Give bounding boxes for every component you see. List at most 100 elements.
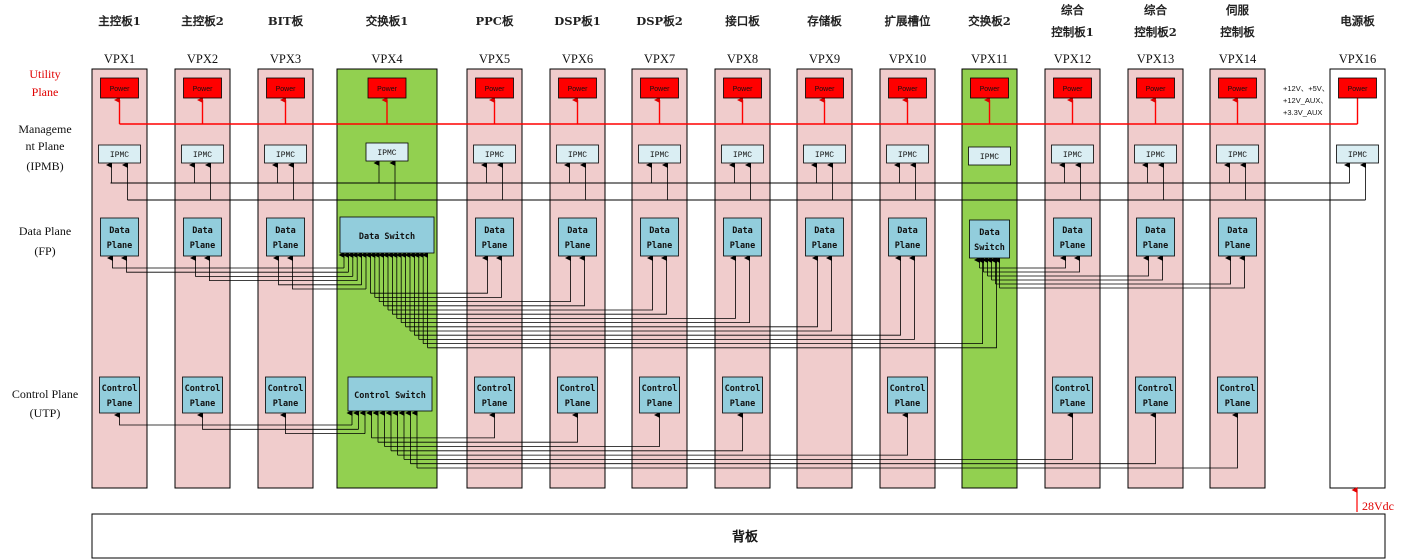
data-plane-label: Plane — [812, 241, 838, 251]
data-plane-label: Plane — [647, 241, 673, 251]
control-plane-box — [1135, 376, 1176, 414]
control-plane-label: Plane — [107, 399, 133, 409]
data-switch-box — [969, 219, 1010, 259]
data-link — [190, 255, 353, 277]
board-name: 控制板 — [1220, 25, 1255, 39]
ipmc-box — [473, 144, 516, 164]
ipmc-box — [721, 144, 764, 164]
ipmc-label: IPMC — [110, 151, 129, 160]
ipmc-label: IPMC — [650, 151, 669, 160]
control-plane-label: Plane — [273, 399, 299, 409]
power-box — [1136, 77, 1175, 99]
control-plane-label: (UTP) — [30, 406, 61, 420]
data-plane-label: Plane — [895, 241, 921, 251]
control-plane-box — [1052, 376, 1093, 414]
data-plane-label: Data — [1145, 226, 1165, 236]
control-link — [404, 412, 1073, 460]
board-column — [631, 68, 688, 489]
management-plane-label: nt Plane — [26, 139, 65, 153]
data-plane-label: Data — [275, 226, 295, 236]
ipmc-box — [1336, 144, 1379, 164]
data-link — [995, 255, 1231, 285]
data-plane-box — [888, 217, 927, 257]
power-box — [100, 77, 139, 99]
ipmc-box — [365, 142, 409, 162]
control-plane-label: Plane — [647, 399, 673, 409]
ipmc-label: IPMC — [1063, 151, 1082, 160]
control-plane-label: Plane — [730, 399, 756, 409]
ipmc-label: IPMC — [980, 153, 999, 162]
data-plane-label: Data — [567, 226, 587, 236]
board-name: 综合 — [1144, 3, 1167, 17]
board-name: 控制板2 — [1134, 25, 1177, 39]
control-plane-box — [99, 376, 140, 414]
data-link — [999, 255, 1245, 289]
ipmc-label: IPMC — [193, 151, 212, 160]
control-plane-box — [887, 376, 928, 414]
management-plane-label: (IPMB) — [26, 159, 63, 173]
data-switch-label: Switch — [974, 242, 1005, 253]
data-link — [379, 255, 571, 303]
slot-label: VPX13 — [1137, 52, 1175, 66]
data-link — [423, 257, 983, 345]
data-link — [418, 255, 915, 340]
ipmc-box — [1216, 144, 1259, 164]
board-name: 伺服 — [1225, 3, 1249, 17]
control-link — [371, 412, 495, 439]
slot-label: VPX8 — [727, 52, 758, 66]
data-plane-label: (FP) — [34, 244, 55, 258]
power-box — [367, 77, 407, 99]
board-name: 交换板1 — [366, 14, 409, 28]
data-link — [273, 255, 362, 286]
data-plane-label: Data — [484, 226, 504, 236]
ipmc-label: IPMC — [276, 151, 295, 160]
data-plane-label: Data — [1062, 226, 1082, 236]
power-box — [723, 77, 762, 99]
control-plane-label: Plane — [190, 399, 216, 409]
power-label: Power — [193, 86, 214, 93]
data-link — [396, 255, 736, 319]
board-name: 主控板1 — [98, 14, 141, 28]
ipmc-label: IPMC — [733, 151, 752, 160]
power-label: Power — [377, 86, 398, 93]
power-box — [475, 77, 514, 99]
board-name: BIT板 — [268, 14, 304, 28]
data-plane-label: Plane — [482, 241, 508, 251]
slot-label: VPX14 — [1219, 52, 1257, 66]
control-plane-label: Control — [102, 384, 138, 394]
data-plane-box — [558, 217, 597, 257]
data-plane-box — [1218, 217, 1257, 257]
data-plane-label: Plane — [1060, 241, 1086, 251]
slot-label: VPX5 — [479, 52, 510, 66]
power-label: Power — [980, 86, 1001, 93]
power-rail-label: +12V_AUX、 — [1283, 96, 1328, 105]
control-plane-label: Control — [185, 384, 221, 394]
data-plane-label: Plane — [1225, 241, 1251, 251]
power-box — [640, 77, 679, 99]
slot-label: VPX7 — [644, 52, 675, 66]
data-plane-label: Data Plane — [19, 224, 71, 238]
control-plane-label: Plane — [565, 399, 591, 409]
data-plane-label: Data — [732, 226, 752, 236]
data-link — [414, 255, 901, 336]
power-label: Power — [276, 86, 297, 93]
control-plane-label: Control — [268, 384, 304, 394]
data-link — [374, 255, 502, 298]
control-plane-box — [474, 376, 515, 414]
power-box — [1218, 77, 1257, 99]
board-name: 控制板1 — [1051, 25, 1094, 39]
data-link — [392, 255, 667, 315]
input-28v-label: 28Vdc — [1362, 499, 1394, 513]
ipmc-box — [181, 144, 224, 164]
control-plane-label: Control — [477, 384, 513, 394]
board-column — [257, 68, 314, 489]
ipmc-label: IPMC — [1348, 151, 1367, 160]
power-label: Power — [898, 86, 919, 93]
control-plane-box — [1217, 376, 1258, 414]
power-label: Power — [1348, 86, 1369, 93]
backplane-label: 背板 — [732, 529, 759, 545]
slot-label: VPX16 — [1339, 52, 1377, 66]
data-plane-box — [100, 217, 139, 257]
slot-label: VPX11 — [971, 52, 1008, 66]
